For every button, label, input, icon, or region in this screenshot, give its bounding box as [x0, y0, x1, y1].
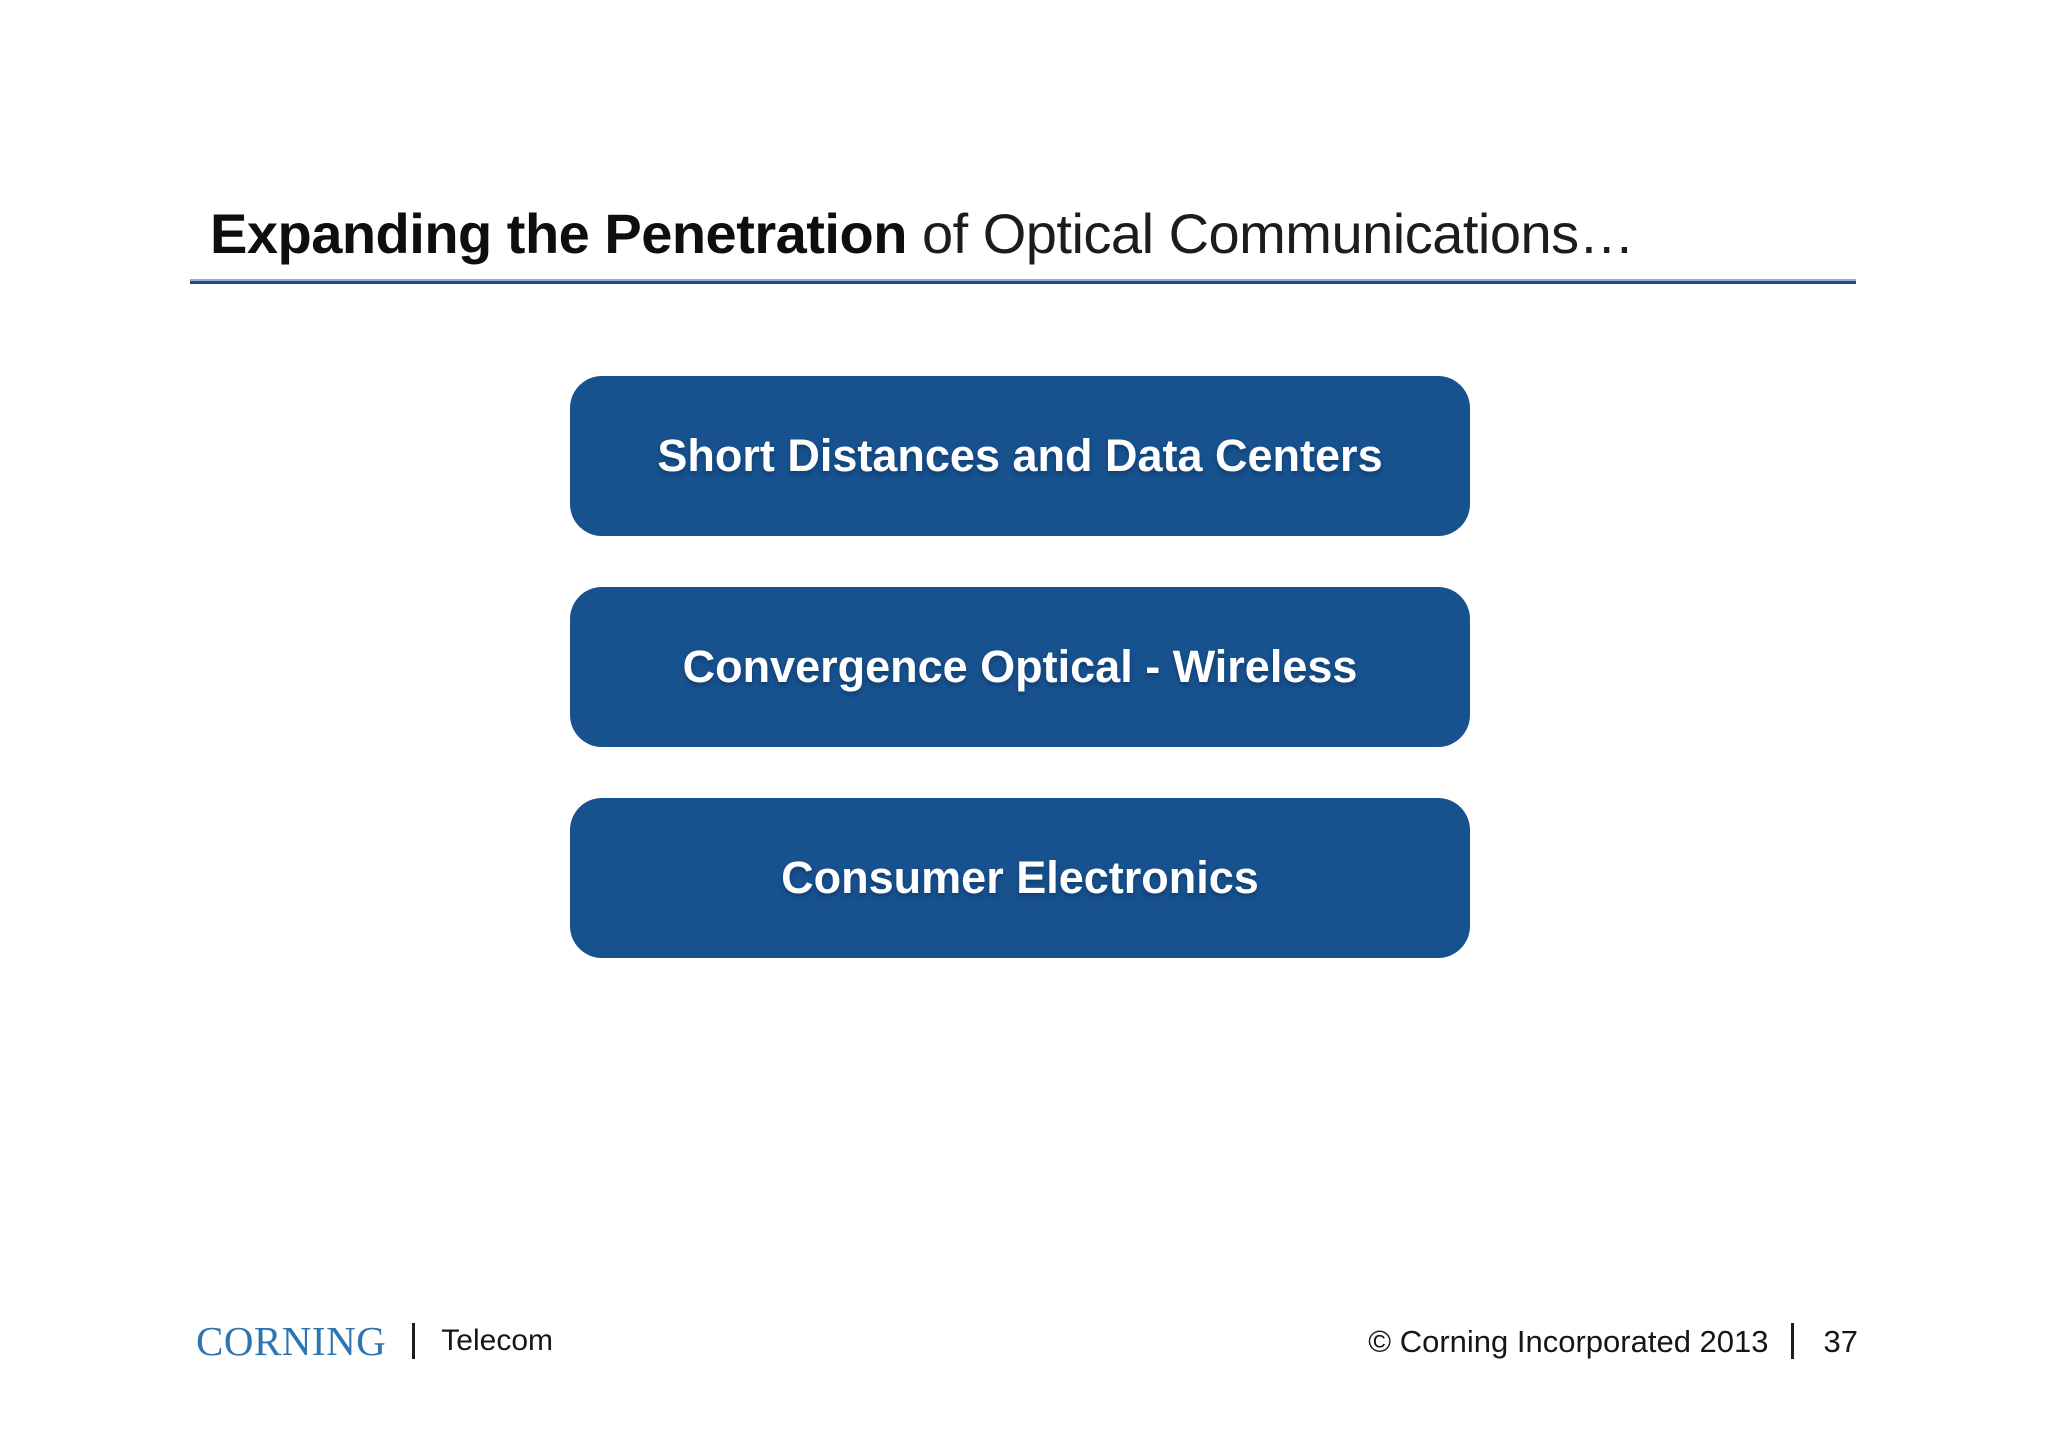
corning-logo: CORNING: [196, 1317, 387, 1364]
page-title: Expanding the Penetration of Optical Com…: [210, 202, 1635, 266]
division-label: Telecom: [441, 1324, 554, 1357]
topic-box-convergence: Convergence Optical - Wireless: [570, 587, 1470, 747]
page-title-bold: Expanding the Penetration: [210, 202, 907, 265]
footer-right: © Corning Incorporated 2013 37: [1368, 1316, 1858, 1366]
title-underline: [190, 279, 1856, 284]
divider-bar: [412, 1323, 416, 1359]
page-number: 37: [1823, 1323, 1858, 1359]
page-title-regular: of Optical Communications…: [906, 202, 1635, 265]
topic-box-consumer-electronics: Consumer Electronics: [570, 798, 1470, 958]
topic-box-short-distances: Short Distances and Data Centers: [570, 376, 1470, 536]
topic-box-label: Short Distances and Data Centers: [657, 430, 1383, 481]
copyright-text: © Corning Incorporated 2013: [1368, 1323, 1769, 1359]
footer-left: CORNING Telecom: [196, 1316, 553, 1366]
topic-box-label: Consumer Electronics: [781, 852, 1259, 903]
divider-bar: [1790, 1323, 1794, 1359]
topic-box-label: Convergence Optical - Wireless: [682, 641, 1358, 692]
